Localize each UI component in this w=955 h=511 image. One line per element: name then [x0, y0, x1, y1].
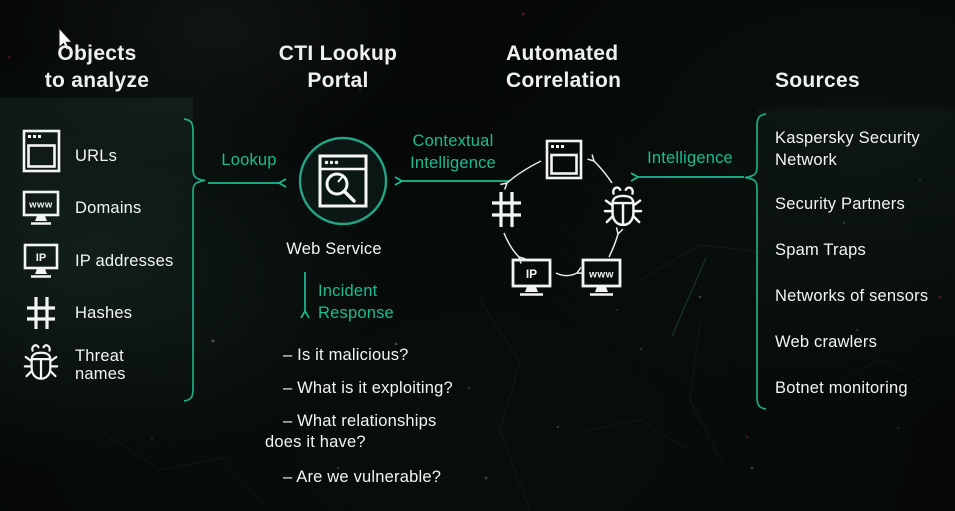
web-service-circle: [298, 136, 388, 226]
header-objects-line1: Objects: [57, 42, 137, 65]
browser-search-icon: [318, 154, 368, 208]
ip-addresses-label: IP addresses: [75, 252, 174, 270]
header-correlation: Automated Correlation: [506, 40, 621, 94]
threat-names-label-line1: Threat: [75, 347, 124, 365]
correlation-hash-icon: [492, 192, 521, 227]
source-ksn-line2: Network: [775, 151, 837, 169]
source-ksn-line1: Kaspersky Security: [775, 129, 920, 147]
svg-text:IP: IP: [36, 252, 46, 264]
browser-window-icon: [22, 129, 61, 173]
threat-names-label-line2: names: [75, 365, 126, 383]
question-3-line1: – What relationships: [283, 412, 437, 430]
source-spam-traps: Spam Traps: [775, 241, 866, 259]
question-1: – Is it malicious?: [283, 346, 409, 364]
domains-label: Domains: [75, 199, 142, 217]
cycle-arrow-bug-to-browser: [587, 154, 613, 184]
bug-icon: [23, 344, 59, 380]
header-portal-line1: CTI Lookup: [278, 42, 398, 65]
web-service-label: Web Service: [286, 240, 382, 258]
lookup-label: Lookup: [221, 151, 277, 169]
intelligence-label: Intelligence: [647, 149, 733, 167]
monitor-ip-icon: IP: [23, 243, 59, 278]
contextual-intelligence-label: Contextual Intelligence: [393, 130, 513, 174]
correlation-ip-icon: IP: [511, 258, 552, 296]
hash-icon: [27, 297, 55, 329]
cycle-arrow-hash-to-ip: [503, 232, 526, 264]
correlation-bug-icon: [603, 186, 643, 227]
sources-brace: [744, 113, 767, 410]
hashes-label: Hashes: [75, 304, 133, 322]
header-objects: Objects to analyze: [8, 40, 186, 94]
svg-text:IP: IP: [526, 267, 537, 281]
mouse-cursor: [58, 26, 74, 51]
header-objects-line2: to analyze: [44, 69, 150, 92]
header-portal-line2: Portal: [307, 69, 369, 92]
contextual-line1: Contextual: [412, 132, 494, 150]
header-correlation-line1: Automated: [506, 42, 619, 65]
header-correlation-line2: Correlation: [506, 69, 622, 92]
incident-line2: Response: [318, 304, 394, 322]
cycle-arrow-ip-to-www: [555, 266, 584, 277]
source-web-crawlers: Web crawlers: [775, 333, 878, 351]
background-decor: [7, 12, 942, 511]
header-sources: Sources: [775, 69, 860, 92]
question-4: – Are we vulnerable?: [283, 468, 442, 486]
correlation-www-icon: www: [581, 258, 622, 296]
incident-line1: Incident: [318, 282, 378, 300]
monitor-www-icon: www: [22, 190, 60, 225]
incident-response-label: Incident Response: [318, 280, 394, 324]
source-networks-of-sensors: Networks of sensors: [775, 287, 929, 305]
source-security-partners: Security Partners: [775, 195, 905, 213]
objects-brace: [183, 118, 206, 402]
urls-label: URLs: [75, 147, 118, 165]
question-3-line2: does it have?: [265, 433, 366, 451]
header-portal: CTI Lookup Portal: [258, 40, 418, 94]
question-2: – What is it exploiting?: [283, 379, 453, 397]
cycle-arrow-browser-to-hash: [500, 160, 542, 190]
contextual-line2: Intelligence: [410, 154, 496, 172]
svg-text:www: www: [28, 200, 53, 211]
correlation-browser-icon: [545, 139, 583, 180]
source-botnet-monitoring: Botnet monitoring: [775, 379, 908, 397]
cycle-arrow-www-to-bug: [608, 227, 624, 258]
svg-text:www: www: [588, 270, 614, 281]
